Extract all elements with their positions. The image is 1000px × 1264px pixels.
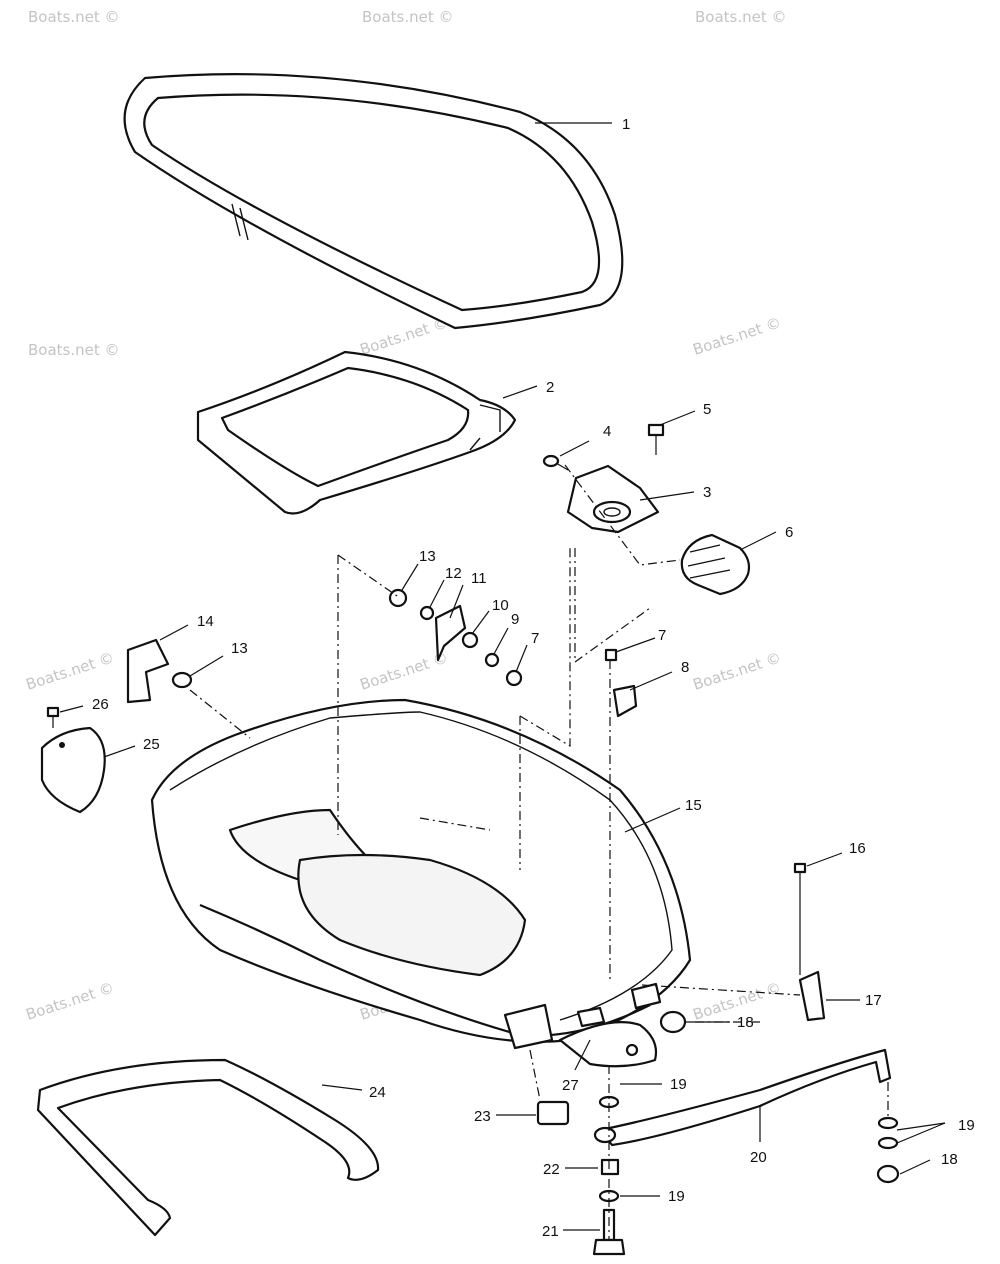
part-label-13a: 13 <box>419 548 436 565</box>
part-25-cover <box>40 726 106 814</box>
part-label-27: 27 <box>562 1077 579 1094</box>
part-label-16: 16 <box>849 840 866 857</box>
watermark: Boats.net © <box>24 648 117 693</box>
part-label-10: 10 <box>492 597 509 614</box>
part-14-latch <box>126 638 193 704</box>
part-label-23: 23 <box>474 1108 491 1125</box>
part-label-17: 17 <box>865 992 882 1009</box>
fastener-cluster <box>388 588 638 718</box>
part-1-seal-ring <box>123 73 624 330</box>
watermark: Boats.net © <box>691 648 784 693</box>
part-label-3: 3 <box>703 484 711 501</box>
part-label-20: 20 <box>750 1149 767 1166</box>
part-label-5: 5 <box>703 401 711 418</box>
part-4-screw <box>542 454 569 471</box>
part-label-15: 15 <box>685 797 702 814</box>
part-26-screw <box>46 706 60 728</box>
part-label-1: 1 <box>622 116 630 133</box>
watermark: Boats.net © <box>28 8 120 26</box>
leader-lines <box>59 122 946 1231</box>
watermark: Boats.net © <box>24 978 117 1023</box>
part-5-screw <box>647 423 665 455</box>
watermark: Boats.net © <box>695 8 787 26</box>
part-label-12: 12 <box>445 565 462 582</box>
watermark: Boats.net © <box>358 648 451 693</box>
part-label-14: 14 <box>197 613 214 630</box>
part-label-19c: 19 <box>668 1188 685 1205</box>
part-label-22: 22 <box>543 1161 560 1178</box>
part-23-badge <box>536 1100 570 1126</box>
part-label-2: 2 <box>546 379 554 396</box>
part-3-bracket <box>566 464 660 534</box>
part-24-tube <box>36 1058 380 1237</box>
part-label-19b: 19 <box>958 1117 975 1134</box>
part-label-13b: 13 <box>231 640 248 657</box>
part-6-grommet <box>680 533 751 596</box>
part-label-24: 24 <box>369 1084 386 1101</box>
part-label-8: 8 <box>681 659 689 676</box>
part-label-19a: 19 <box>670 1076 687 1093</box>
part-20-rod <box>593 1048 892 1147</box>
part-labels: 1 2 3 4 5 6 7 7 8 9 10 11 12 13 13 14 15… <box>92 116 975 1240</box>
part-label-11: 11 <box>471 570 487 587</box>
part-label-7a: 7 <box>531 630 539 647</box>
part-15-bottom-cowl <box>150 698 692 1050</box>
part-label-18a: 18 <box>737 1014 754 1031</box>
part-label-6: 6 <box>785 524 793 541</box>
watermark: Boats.net © <box>28 341 120 359</box>
watermark: Boats.net © <box>362 8 454 26</box>
part-label-4: 4 <box>603 423 611 440</box>
part-label-21: 21 <box>542 1223 559 1240</box>
part-label-7b: 7 <box>658 627 666 644</box>
part-label-26: 26 <box>92 696 109 713</box>
part-label-25: 25 <box>143 736 160 753</box>
part-label-18b: 18 <box>941 1151 958 1168</box>
part-27-tab <box>558 1021 658 1068</box>
hardware-stack <box>592 862 900 1256</box>
part-label-9: 9 <box>511 611 519 628</box>
watermark: Boats.net © <box>691 313 784 358</box>
part-2-seal-frame <box>196 350 517 515</box>
